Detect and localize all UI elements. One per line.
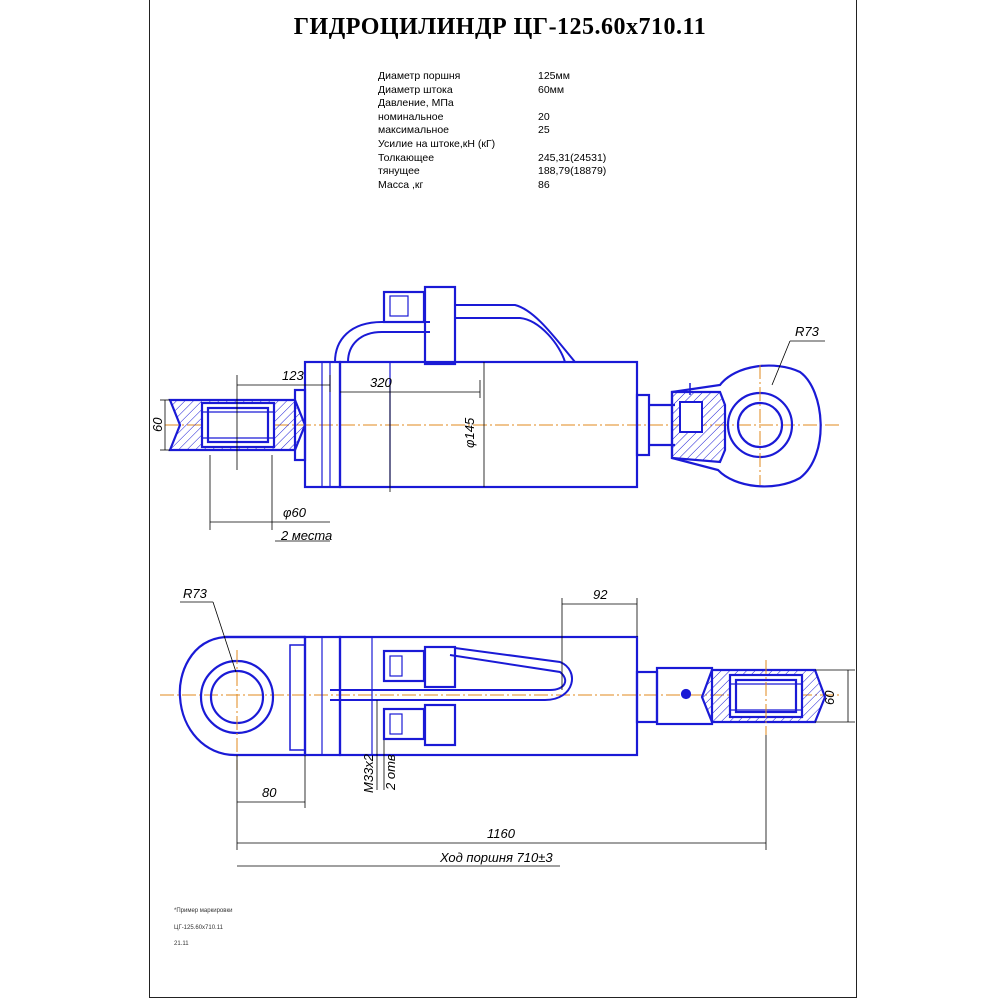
top-pipe [334, 321, 430, 363]
marking-note-date: 21.11 [174, 941, 189, 947]
marking-note-title: *Пример маркировки [174, 908, 233, 914]
spec-value: 245,31(24531) [538, 151, 607, 164]
spec-value: 188,79(18879) [538, 165, 607, 178]
spec-label: тянущее [378, 165, 420, 178]
drawing-title: ГИДРОЦИЛИНДР ЦГ-125.60х710.11 [293, 14, 707, 40]
spec-label: Усилие на штоке,кН (кГ) [378, 137, 496, 150]
bottom-fitting-nut-upper [382, 649, 426, 683]
dim-bottom-width-60: 60 [822, 690, 837, 705]
dim-bottom-thread: M33x2 [361, 753, 376, 793]
spec-value: 60мм [538, 83, 565, 96]
spec-label: номинальное [378, 110, 444, 123]
dim-top-diameter-body: φ145 [462, 417, 477, 448]
top-left-bushing [200, 401, 276, 449]
spec-label: Диаметр поршня [378, 70, 461, 82]
spec-value: 20 [538, 110, 550, 123]
dim-top-body-offset: 320 [370, 375, 392, 390]
dim-bottom-total-length: 1160 [487, 826, 516, 841]
bottom-fitting-block-lower [423, 703, 457, 747]
dim-bottom-radius: R73 [183, 586, 208, 601]
spec-value: 125мм [538, 70, 570, 82]
top-rod [635, 393, 651, 457]
top-dimensions [160, 340, 825, 542]
bottom-pipe [330, 654, 567, 691]
top-eye-inner-ring [736, 401, 784, 449]
bottom-left-eye [178, 635, 307, 757]
top-fitting-block [423, 285, 457, 366]
dim-bottom-80: 80 [262, 785, 277, 800]
bottom-rod-grease-hole [680, 688, 692, 700]
bottom-fitting-nut-lower [382, 707, 426, 741]
dim-top-radius: R73 [795, 324, 820, 339]
bottom-fitting-block-upper [423, 645, 457, 689]
spec-label: Толкающее [378, 151, 435, 164]
spec-label: Масса ,кг [378, 178, 424, 191]
spec-label: Диаметр штока [378, 83, 453, 96]
dim-top-rod-length: 123 [282, 368, 304, 383]
top-right-eye [670, 364, 822, 488]
spec-value: 25 [538, 124, 550, 137]
spec-label: максимальное [378, 124, 450, 137]
dim-bottom-92: 92 [593, 587, 608, 602]
spec-value: 86 [538, 178, 550, 191]
bottom-dimensions [180, 598, 855, 867]
bottom-view [160, 635, 840, 770]
top-fitting-nut [382, 290, 426, 324]
dim-bottom-stroke: Ход поршня 710±3 [439, 850, 553, 865]
dim-top-width-60: 60 [150, 417, 165, 432]
spec-label: Давление, МПа [378, 97, 454, 110]
marking-note-code: ЦГ-125.60х710.11 [174, 925, 223, 931]
dim-top-diameter-eye: φ60 [283, 505, 307, 520]
dim-top-two-places: 2 места [280, 528, 332, 543]
bottom-rod-gland [635, 670, 659, 724]
top-view [165, 285, 840, 489]
drawing-sheet-frame [149, 0, 857, 998]
dim-bottom-two-holes: 2 отв [383, 754, 398, 791]
